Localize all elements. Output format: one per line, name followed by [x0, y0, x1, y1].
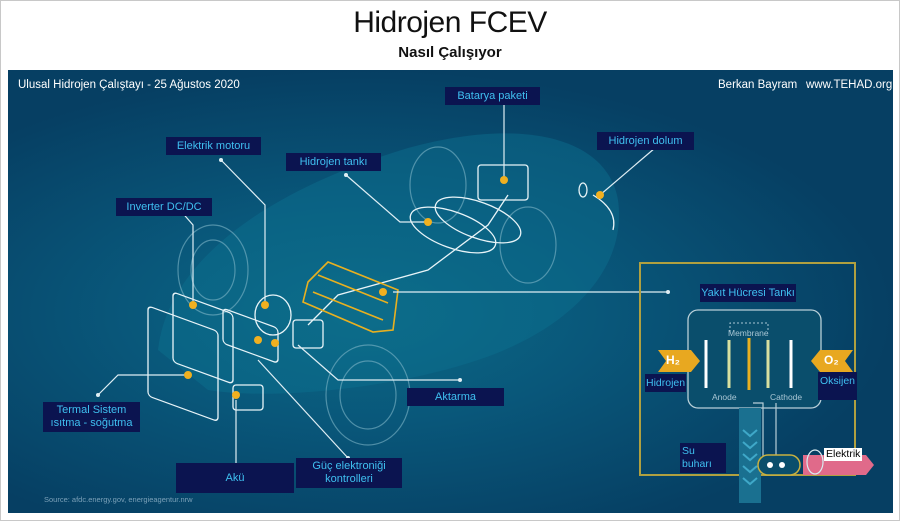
car-silhouette: [158, 133, 620, 394]
label-inverter: Inverter DC/DC: [116, 198, 212, 216]
hydrogen-label: Hidrojen: [645, 374, 687, 392]
leader-thermal: [97, 374, 188, 396]
inverter-unit: [172, 292, 234, 384]
thermal-line-1: Termal Sistem: [56, 404, 127, 416]
label-battery-pack: Batarya paketi: [445, 87, 540, 105]
power-elec-line-1: Güç elektroniği: [312, 460, 386, 472]
label-fuel-cell-stack: Yakıt Hücresi Tankı: [700, 284, 796, 302]
wheel-rear-right: [409, 146, 467, 224]
wheel-front-right: [499, 206, 557, 284]
source-note: Source: afdc.energy.gov, energieagentur.…: [44, 495, 193, 504]
page-subtitle: Nasıl Çalışıyor: [398, 44, 502, 61]
oxygen-label: Oksijen: [818, 372, 858, 400]
h2-tank-1: [409, 206, 497, 254]
power-elec-line-2: kontrolleri: [325, 473, 373, 485]
motor-unit: [222, 308, 279, 363]
label-power-electronics: Güç elektroniği kontrolleri: [296, 458, 402, 488]
water-vapor-label: Su buharı: [680, 443, 726, 473]
highlight-dots: [184, 176, 604, 399]
website-link[interactable]: www.TEHAD.org: [806, 79, 893, 91]
label-hydrogen-fill: Hidrojen dolum: [597, 132, 694, 150]
anode-label: Anode: [712, 392, 737, 402]
leader-transmission: [297, 344, 460, 381]
label-aux-battery: Akü: [176, 463, 294, 493]
vehicle-diagram: [96, 98, 874, 503]
water-vapor-line-1: Su: [682, 445, 695, 457]
h2-label: H₂: [666, 353, 680, 367]
label-hydrogen-tank: Hidrojen tankı: [286, 153, 381, 171]
membrane-label: Membrane: [728, 328, 769, 338]
battery-pack-unit: [477, 164, 529, 201]
thermal-line-2: ısıtma - soğutma: [50, 417, 133, 429]
water-channel: [739, 408, 761, 503]
leader-motor: [220, 159, 266, 305]
water-vapor-line-2: buharı: [682, 458, 712, 470]
label-transmission: Aktarma: [407, 388, 504, 406]
leader-power-elec: [257, 359, 349, 459]
membrane-bracket: [729, 322, 769, 332]
h2-tank-2: [434, 196, 522, 244]
thermal-unit: [147, 306, 219, 421]
leader-h2-fill: [599, 147, 656, 196]
diagram-panel: Ulusal Hidrojen Çalıştayı - 25 Ağustos 2…: [8, 70, 893, 513]
label-thermal-system: Termal Sistem ısıtma - soğutma: [43, 402, 140, 432]
leader-h2-tank: [345, 174, 428, 223]
cathode-label: Cathode: [770, 392, 803, 402]
h2-arrow: [658, 350, 700, 372]
event-label: Ulusal Hidrojen Çalıştayı - 25 Ağustos 2…: [18, 79, 240, 91]
o2-label: O₂: [824, 353, 839, 367]
wheel-rear-left: [177, 224, 249, 316]
o2-arrow: [811, 350, 853, 372]
label-electric-motor: Elektrik motoru: [166, 137, 261, 155]
transmission-unit: [292, 319, 324, 349]
fuel-cell-stack: [302, 261, 399, 333]
electricity-label: Elektrik: [824, 448, 863, 461]
page-title: Hidrojen FCEV: [353, 6, 547, 39]
author-label: Berkan Bayram: [718, 79, 798, 91]
